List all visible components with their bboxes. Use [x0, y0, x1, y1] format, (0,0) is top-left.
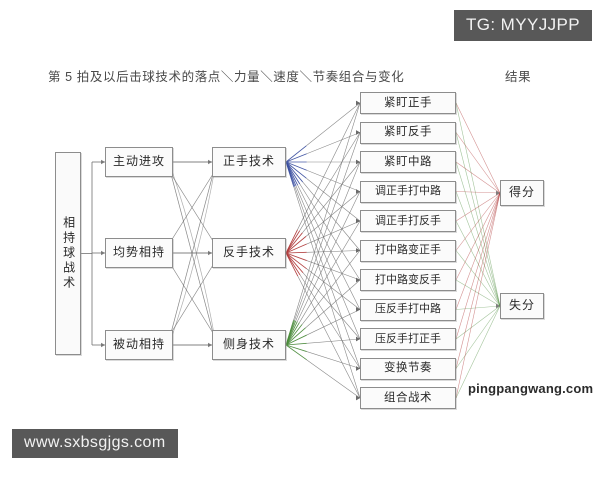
tactic-node[interactable]: 调正手打中路: [360, 180, 456, 203]
situation-node-active-attack[interactable]: 主动进攻: [105, 147, 173, 177]
tactic-node[interactable]: 压反手打中路: [360, 298, 456, 321]
tactic-node[interactable]: 调正手打反手: [360, 210, 456, 232]
technique-node-pivot[interactable]: 侧身技术: [212, 330, 286, 360]
technique-node-forehand[interactable]: 正手技术: [212, 147, 286, 177]
tactic-node[interactable]: 变换节奏: [360, 357, 456, 380]
situation-node-passive-rally[interactable]: 被动相持: [105, 330, 173, 360]
technique-node-backhand[interactable]: 反手技术: [212, 238, 286, 268]
result-node-lose-point[interactable]: 失分: [500, 293, 544, 319]
root-node-relay-ball-tactics[interactable]: 相持球战术: [55, 152, 81, 355]
tactic-node[interactable]: 紧盯正手: [360, 92, 456, 114]
tactic-node[interactable]: 压反手打正手: [360, 328, 456, 350]
watermark-telegram: TG: MYYJJPP: [454, 10, 592, 41]
watermark-credit: pingpangwang.com: [468, 381, 594, 396]
tactic-node[interactable]: 紧盯中路: [360, 151, 456, 173]
tactic-node[interactable]: 紧盯反手: [360, 121, 456, 144]
tactic-node[interactable]: 组合战术: [360, 387, 456, 409]
result-node-win-point[interactable]: 得分: [500, 180, 544, 206]
watermark-site: www.sxbsgjgs.com: [12, 429, 178, 458]
result-caption: 结果: [505, 70, 532, 84]
situation-node-balanced-rally[interactable]: 均势相持: [105, 238, 173, 268]
tactic-node[interactable]: 打中路变正手: [360, 239, 456, 262]
main-caption: 第 5 拍及以后击球技术的落点＼力量＼速度＼节奏组合与变化: [48, 70, 405, 84]
tactic-node[interactable]: 打中路变反手: [360, 269, 456, 291]
